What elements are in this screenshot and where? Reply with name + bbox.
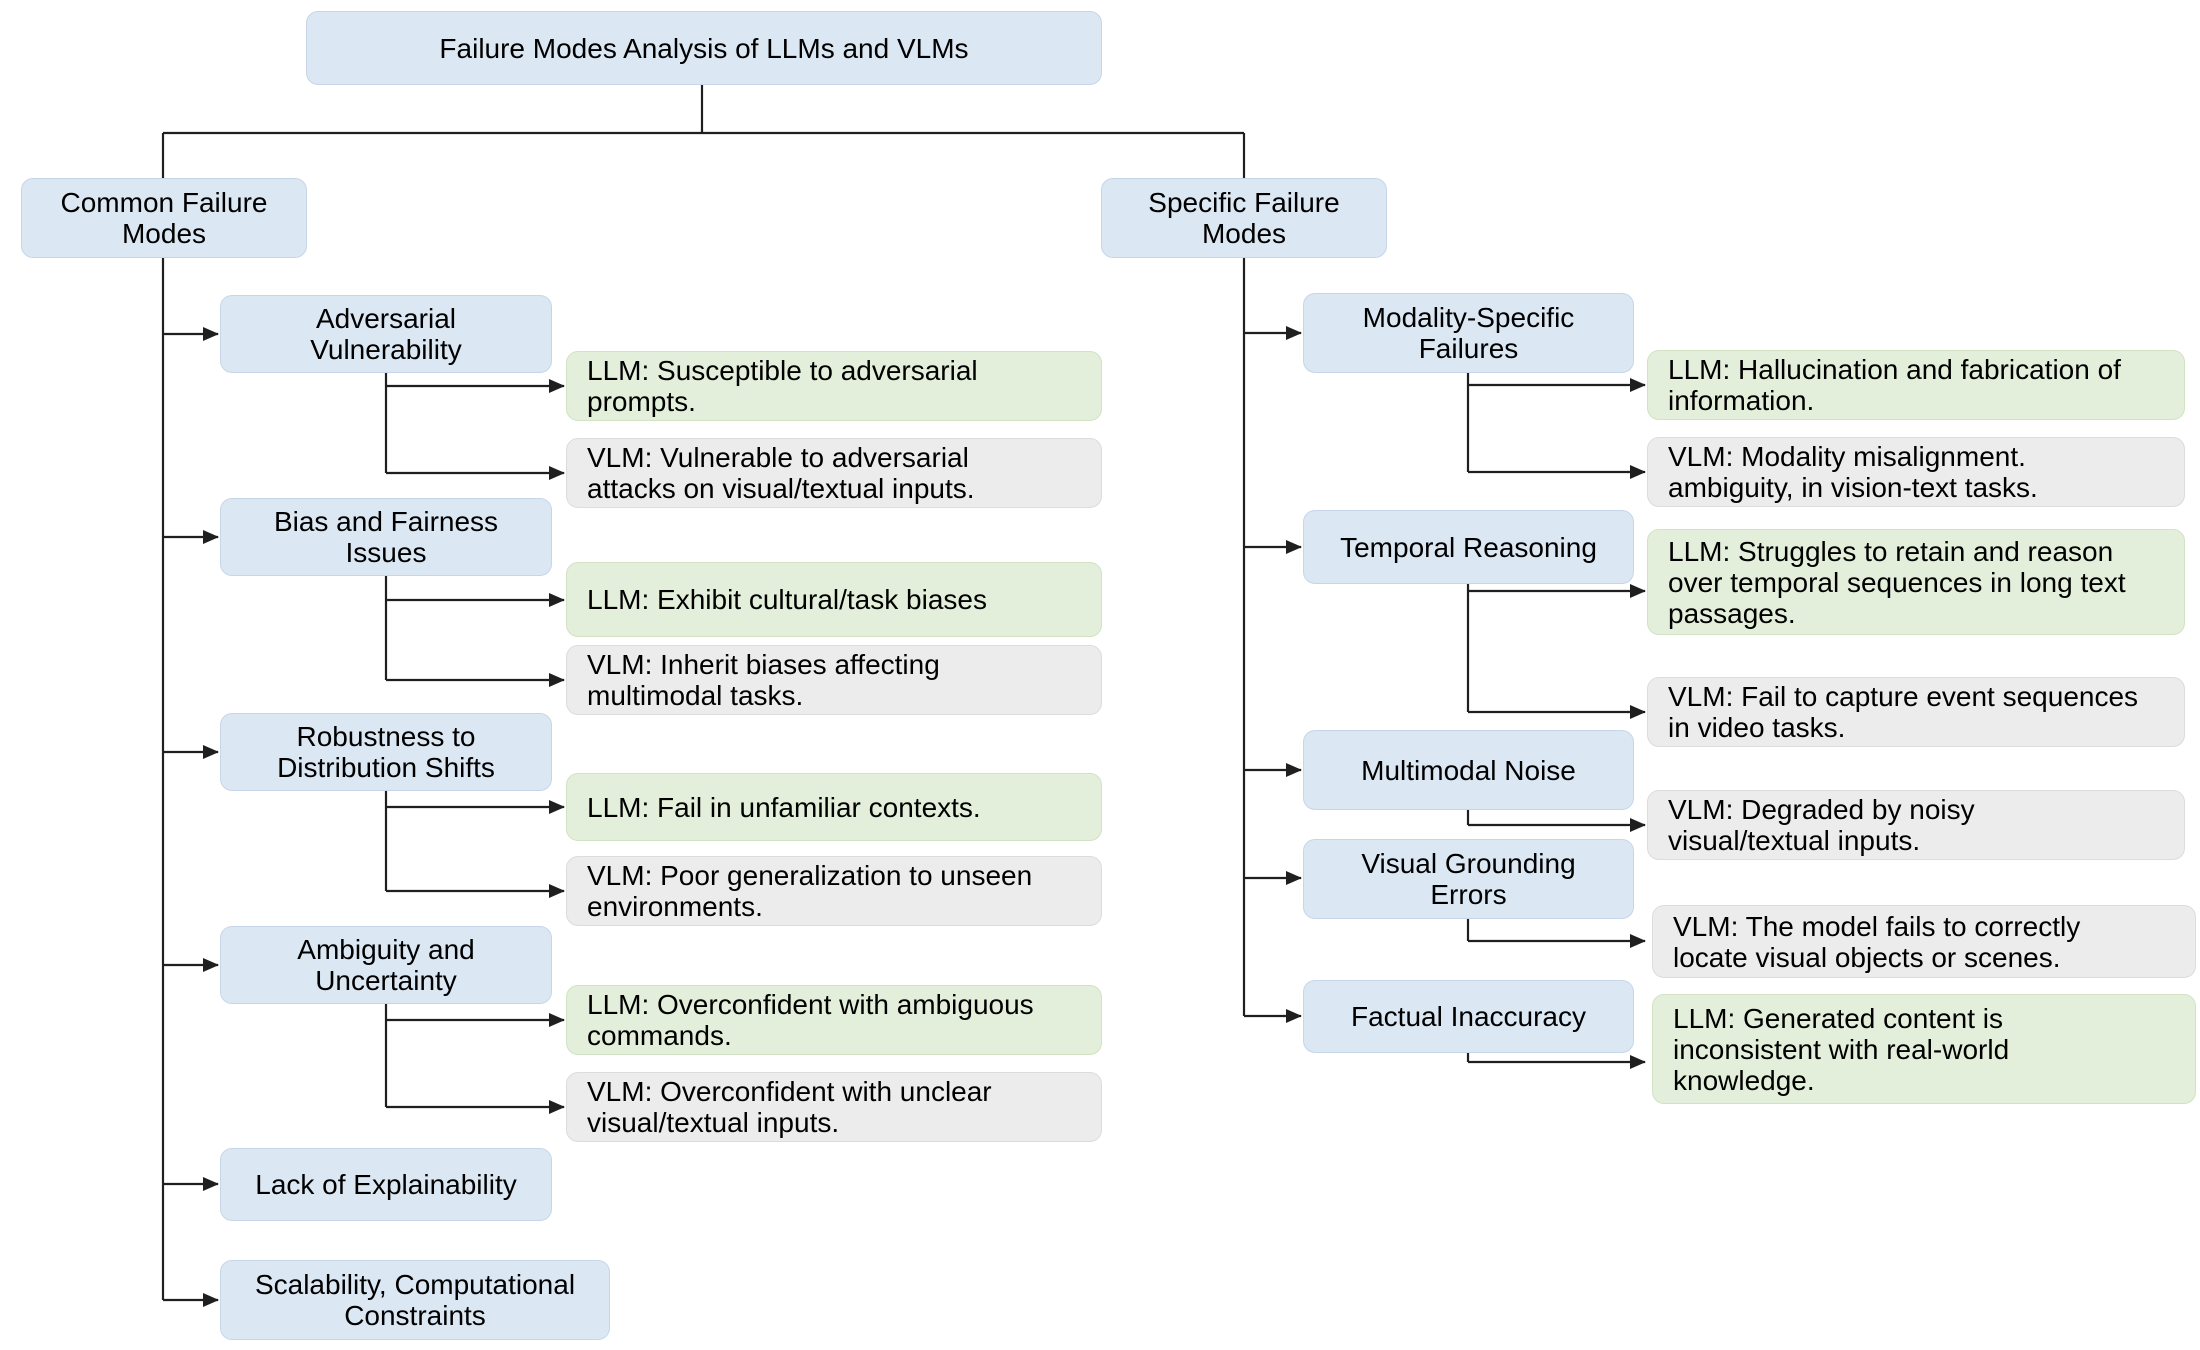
node-visual-grounding-errors: Visual Grounding Errors	[1303, 839, 1634, 919]
node-specific-failure-modes: Specific Failure Modes	[1101, 178, 1387, 258]
node-adversarial-vulnerability: Adversarial Vulnerability	[220, 295, 552, 373]
leaf-temporal-llm: LLM: Struggles to retain and reason over…	[1647, 529, 2185, 635]
node-robustness-to-distribution-shifts: Robustness to Distribution Shifts	[220, 713, 552, 791]
leaf-modality-vlm: VLM: Modality misalignment. ambiguity, i…	[1647, 437, 2185, 507]
node-common-failure-modes: Common Failure Modes	[21, 178, 307, 258]
leaf-grounding-vlm: VLM: The model fails to correctly locate…	[1652, 905, 2196, 978]
leaf-bias-llm: LLM: Exhibit cultural/task biases	[566, 562, 1102, 637]
leaf-adversarial-vlm: VLM: Vulnerable to adversarial attacks o…	[566, 438, 1102, 508]
leaf-noise-vlm: VLM: Degraded by noisy visual/textual in…	[1647, 790, 2185, 860]
leaf-factual-llm: LLM: Generated content is inconsistent w…	[1652, 994, 2196, 1104]
leaf-bias-vlm: VLM: Inherit biases affecting multimodal…	[566, 645, 1102, 715]
node-factual-inaccuracy: Factual Inaccuracy	[1303, 980, 1634, 1053]
node-ambiguity-and-uncertainty: Ambiguity and Uncertainty	[220, 926, 552, 1004]
leaf-robustness-vlm: VLM: Poor generalization to unseen envir…	[566, 856, 1102, 926]
node-modality-specific-failures: Modality-Specific Failures	[1303, 293, 1634, 373]
node-lack-of-explainability: Lack of Explainability	[220, 1148, 552, 1221]
leaf-adversarial-llm: LLM: Susceptible to adversarial prompts.	[566, 351, 1102, 421]
leaf-robustness-llm: LLM: Fail in unfamiliar contexts.	[566, 773, 1102, 841]
node-bias-and-fairness-issues: Bias and Fairness Issues	[220, 498, 552, 576]
leaf-temporal-vlm: VLM: Fail to capture event sequences in …	[1647, 677, 2185, 747]
leaf-ambiguity-llm: LLM: Overconfident with ambiguous comman…	[566, 985, 1102, 1055]
node-multimodal-noise: Multimodal Noise	[1303, 730, 1634, 810]
leaf-ambiguity-vlm: VLM: Overconfident with unclear visual/t…	[566, 1072, 1102, 1142]
node-temporal-reasoning: Temporal Reasoning	[1303, 510, 1634, 584]
leaf-modality-llm: LLM: Hallucination and fabrication of in…	[1647, 350, 2185, 420]
node-scalability-computational-constraints: Scalability, Computational Constraints	[220, 1260, 610, 1340]
diagram-title: Failure Modes Analysis of LLMs and VLMs	[306, 11, 1102, 85]
